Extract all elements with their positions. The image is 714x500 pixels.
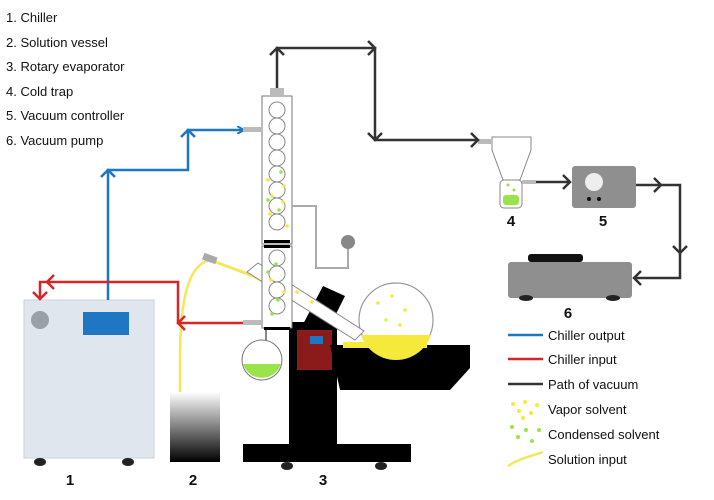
legend-label: Condensed solvent bbox=[548, 427, 660, 442]
chiller bbox=[23, 299, 155, 466]
legend-label: Solution input bbox=[548, 452, 627, 467]
label-number-1: 1 bbox=[66, 472, 74, 489]
legend-label: Path of vacuum bbox=[548, 377, 638, 392]
component-item: 1. Chiller bbox=[6, 10, 58, 25]
label-number-2: 2 bbox=[189, 472, 197, 489]
component-list: 1. Chiller 2. Solution vessel 3. Rotary … bbox=[6, 6, 125, 153]
legend: Chiller output Chiller input Path of vac… bbox=[507, 328, 660, 468]
rotary-evaporator bbox=[241, 88, 470, 470]
solution-vessel bbox=[170, 392, 220, 462]
component-item: 3. Rotary evaporator bbox=[6, 59, 125, 74]
component-item: 2. Solution vessel bbox=[6, 34, 108, 50]
solution-input-tube bbox=[178, 258, 213, 392]
label-number-4: 4 bbox=[507, 213, 516, 230]
chiller-output-line bbox=[106, 130, 243, 300]
vacuum-path-line bbox=[634, 183, 682, 280]
chiller-display bbox=[83, 312, 129, 335]
legend-swatch-vapor bbox=[511, 400, 539, 420]
component-item: 4. Cold trap bbox=[6, 83, 74, 99]
legend-swatch-condensed bbox=[510, 425, 541, 443]
label-number-3: 3 bbox=[319, 472, 327, 489]
legend-label: Chiller output bbox=[548, 328, 625, 343]
vacuum-controller bbox=[572, 166, 636, 208]
component-item: 6. Vacuum pump bbox=[6, 132, 104, 148]
cold-trap bbox=[478, 136, 536, 209]
vacuum-pump bbox=[508, 254, 632, 301]
legend-swatch-solution-input bbox=[507, 450, 544, 468]
chiller-knob-icon bbox=[31, 311, 49, 329]
chiller-input-line bbox=[38, 280, 243, 325]
vacuum-path-line bbox=[275, 46, 478, 142]
component-item: 5. Vacuum controller bbox=[6, 108, 125, 123]
label-number-5: 5 bbox=[599, 213, 607, 230]
label-number-6: 6 bbox=[564, 305, 572, 322]
legend-label: Chiller input bbox=[548, 352, 617, 367]
legend-label: Vapor solvent bbox=[548, 402, 627, 417]
